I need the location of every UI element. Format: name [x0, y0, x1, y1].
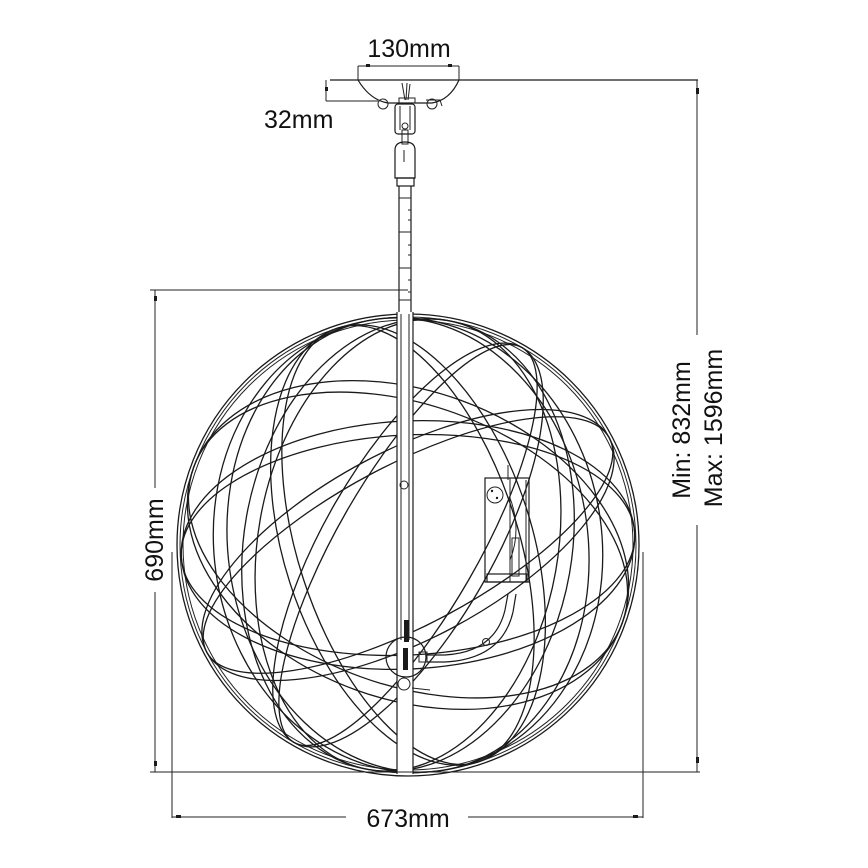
- canopy-width-label: 130mm: [367, 35, 450, 63]
- ceiling-canopy: [330, 79, 698, 110]
- body-width-dimension: 673mm: [171, 552, 644, 833]
- body-height-label: 690mm: [141, 498, 169, 581]
- overall-height-dimension: Min: 832mm Max: 1596mm: [668, 80, 728, 772]
- body-height-dimension: 690mm: [141, 289, 700, 773]
- canopy-height-label: 32mm: [264, 106, 333, 134]
- body-width-label: 673mm: [366, 805, 449, 833]
- canopy-width-dimension: 130mm: [357, 35, 460, 80]
- socket-hub: [385, 593, 517, 691]
- canopy-height-dimension: 32mm: [264, 80, 378, 134]
- hanger-chain: [394, 103, 416, 315]
- lamp-holder: [484, 465, 530, 583]
- orb-sphere: [176, 313, 640, 777]
- overall-height-min-label: Min: 832mm: [668, 361, 696, 499]
- central-rod: [396, 312, 414, 774]
- overall-height-max-label: Max: 1596mm: [700, 349, 728, 507]
